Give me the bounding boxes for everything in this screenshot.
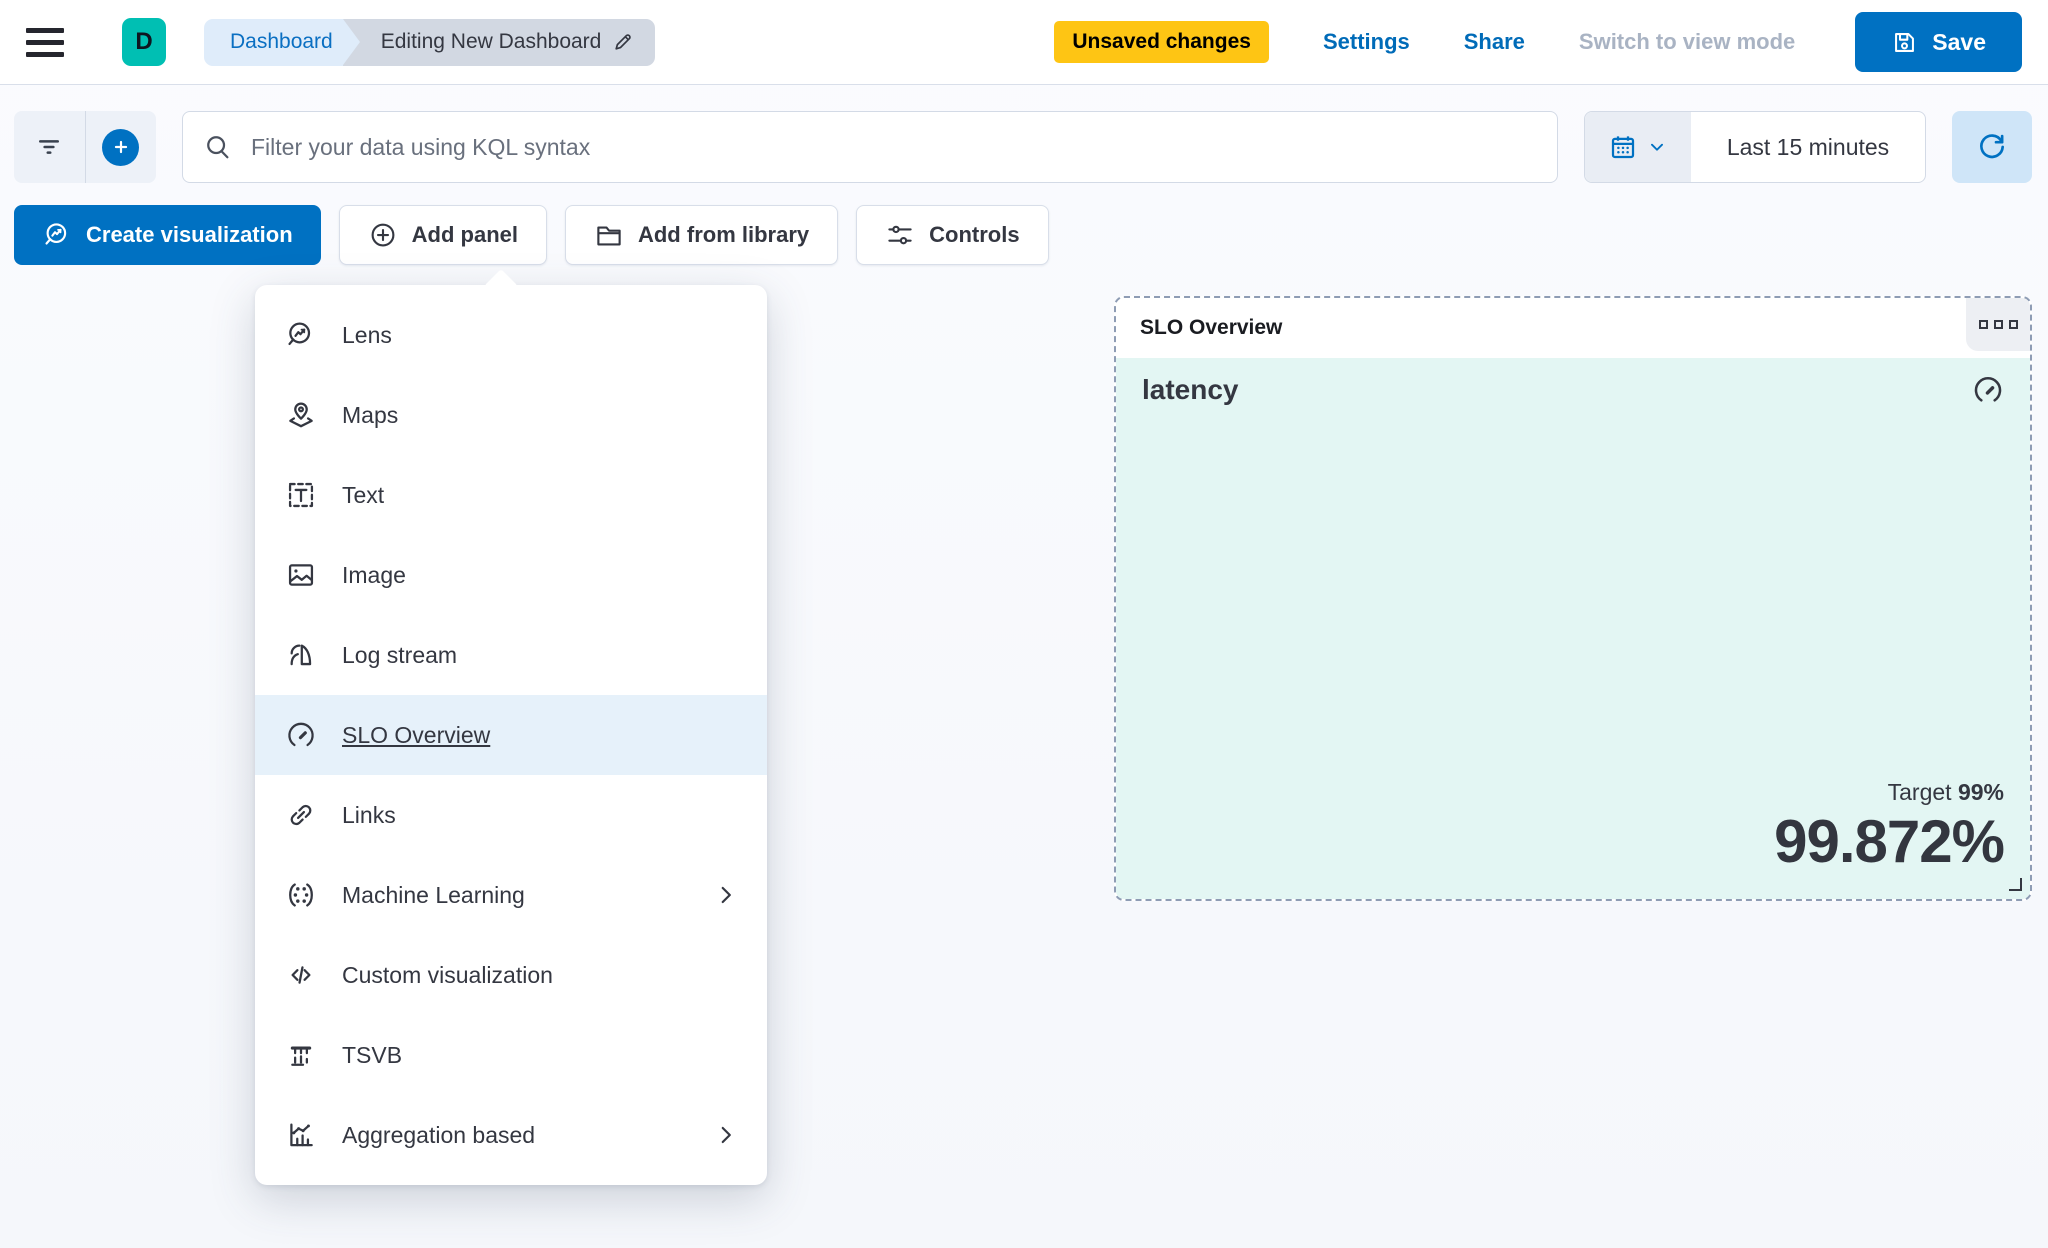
menu-item-label: Text <box>342 481 385 508</box>
sliders-icon <box>885 220 915 250</box>
menu-item-image[interactable]: Image <box>255 535 767 615</box>
menu-item-slo-overview[interactable]: SLO Overview <box>255 695 767 775</box>
menu-item-label: Custom visualization <box>342 961 553 988</box>
menu-item-text[interactable]: Text <box>255 455 767 535</box>
sli-value: 99.872% <box>1774 808 2005 875</box>
switch-to-view-mode-link[interactable]: Switch to view mode <box>1578 29 1796 54</box>
date-quick-select-button[interactable] <box>1585 112 1691 182</box>
maps-icon <box>285 399 317 431</box>
top-navigation-bar: D Dashboard Editing New Dashboard Unsave… <box>0 0 2048 85</box>
lens-icon <box>285 319 317 351</box>
unsaved-changes-badge: Unsaved changes <box>1054 21 1269 63</box>
menu-item-label: TSVB <box>342 1041 403 1068</box>
panel-title: SLO Overview <box>1140 316 1283 339</box>
image-icon <box>285 559 317 591</box>
target-label: Target <box>1887 779 1952 805</box>
target-value: 99% <box>1957 779 2004 805</box>
menu-item-log-stream[interactable]: Log stream <box>255 615 767 695</box>
menu-item-label: SLO Overview <box>342 721 491 748</box>
panel-resize-handle[interactable] <box>2009 878 2022 891</box>
menu-hamburger-button[interactable] <box>26 22 72 62</box>
aggregation-icon <box>285 1119 317 1151</box>
gauge-icon <box>1972 374 2004 406</box>
add-filter-button[interactable] <box>84 111 157 183</box>
menu-item-links[interactable]: Links <box>255 775 767 855</box>
breadcrumb-dashboard[interactable]: Dashboard <box>204 18 360 66</box>
calendar-icon <box>1608 132 1638 162</box>
time-range-picker: Last 15 minutes <box>1584 111 1926 183</box>
menu-item-maps[interactable]: Maps <box>255 375 767 455</box>
panel-options-button[interactable] <box>1966 298 2030 351</box>
settings-link[interactable]: Settings <box>1322 29 1410 54</box>
menu-item-lens[interactable]: Lens <box>255 295 767 375</box>
refresh-icon <box>1976 131 2008 163</box>
time-range-value[interactable]: Last 15 minutes <box>1691 112 1925 182</box>
menu-item-tsvb[interactable]: TSVB <box>255 1015 767 1095</box>
plus-in-circle-icon <box>368 220 398 250</box>
slo-overview-panel[interactable]: SLO Overview latency Target 99% <box>1114 296 2032 901</box>
dashboard-toolbar: Create visualization Add panel Add from … <box>14 205 2032 265</box>
edit-title-pencil-icon[interactable] <box>611 30 635 54</box>
code-icon <box>285 959 317 991</box>
machine-learning-icon <box>285 879 317 911</box>
chevron-right-icon <box>713 882 739 908</box>
filter-icon <box>34 132 64 162</box>
filter-button[interactable] <box>14 111 85 183</box>
tsvb-icon <box>285 1039 317 1071</box>
slo-name: latency <box>1142 374 1239 405</box>
menu-item-aggregation-based[interactable]: Aggregation based <box>255 1095 767 1175</box>
create-visualization-button[interactable]: Create visualization <box>14 205 321 265</box>
chevron-down-icon <box>1646 136 1668 158</box>
folder-icon <box>594 220 624 250</box>
text-icon <box>285 479 317 511</box>
links-icon <box>285 799 317 831</box>
menu-item-label: Links <box>342 801 396 828</box>
menu-item-label: Maps <box>342 401 399 428</box>
menu-item-machine-learning[interactable]: Machine Learning <box>255 855 767 935</box>
search-icon <box>203 132 233 162</box>
gauge-icon <box>285 719 317 751</box>
share-link[interactable]: Share <box>1463 29 1525 54</box>
query-bar: Last 15 minutes <box>14 111 2032 183</box>
save-button[interactable]: Save <box>1855 12 2022 72</box>
menu-item-custom-visualization[interactable]: Custom visualization <box>255 935 767 1015</box>
slo-kpis: Target 99% 99.872% <box>1774 779 2005 875</box>
kql-search-input[interactable] <box>251 133 1537 161</box>
refresh-button[interactable] <box>1952 111 2032 183</box>
breadcrumb: Dashboard Editing New Dashboard <box>204 18 656 66</box>
add-panel-button[interactable]: Add panel <box>338 205 547 265</box>
menu-item-label: Log stream <box>342 641 458 668</box>
deployment-avatar[interactable]: D <box>122 18 166 66</box>
menu-item-label: Lens <box>342 321 392 348</box>
kql-search-bar <box>182 111 1558 183</box>
lens-icon <box>42 220 72 250</box>
menu-item-label: Aggregation based <box>342 1121 536 1148</box>
log-stream-icon <box>285 639 317 671</box>
breadcrumb-current-page[interactable]: Editing New Dashboard <box>340 18 656 66</box>
boxes-horizontal-icon <box>1978 320 1988 329</box>
panel-header: SLO Overview <box>1116 298 2030 358</box>
menu-item-label: Image <box>342 561 406 588</box>
chevron-right-icon <box>713 1122 739 1148</box>
add-from-library-button[interactable]: Add from library <box>564 205 839 265</box>
filter-button-group <box>14 111 156 183</box>
plus-circle-icon <box>102 128 140 166</box>
controls-button[interactable]: Controls <box>856 205 1049 265</box>
save-icon <box>1891 29 1918 56</box>
slo-card: latency Target 99% 99.872% <box>1116 358 2030 899</box>
menu-item-label: Machine Learning <box>342 881 525 908</box>
